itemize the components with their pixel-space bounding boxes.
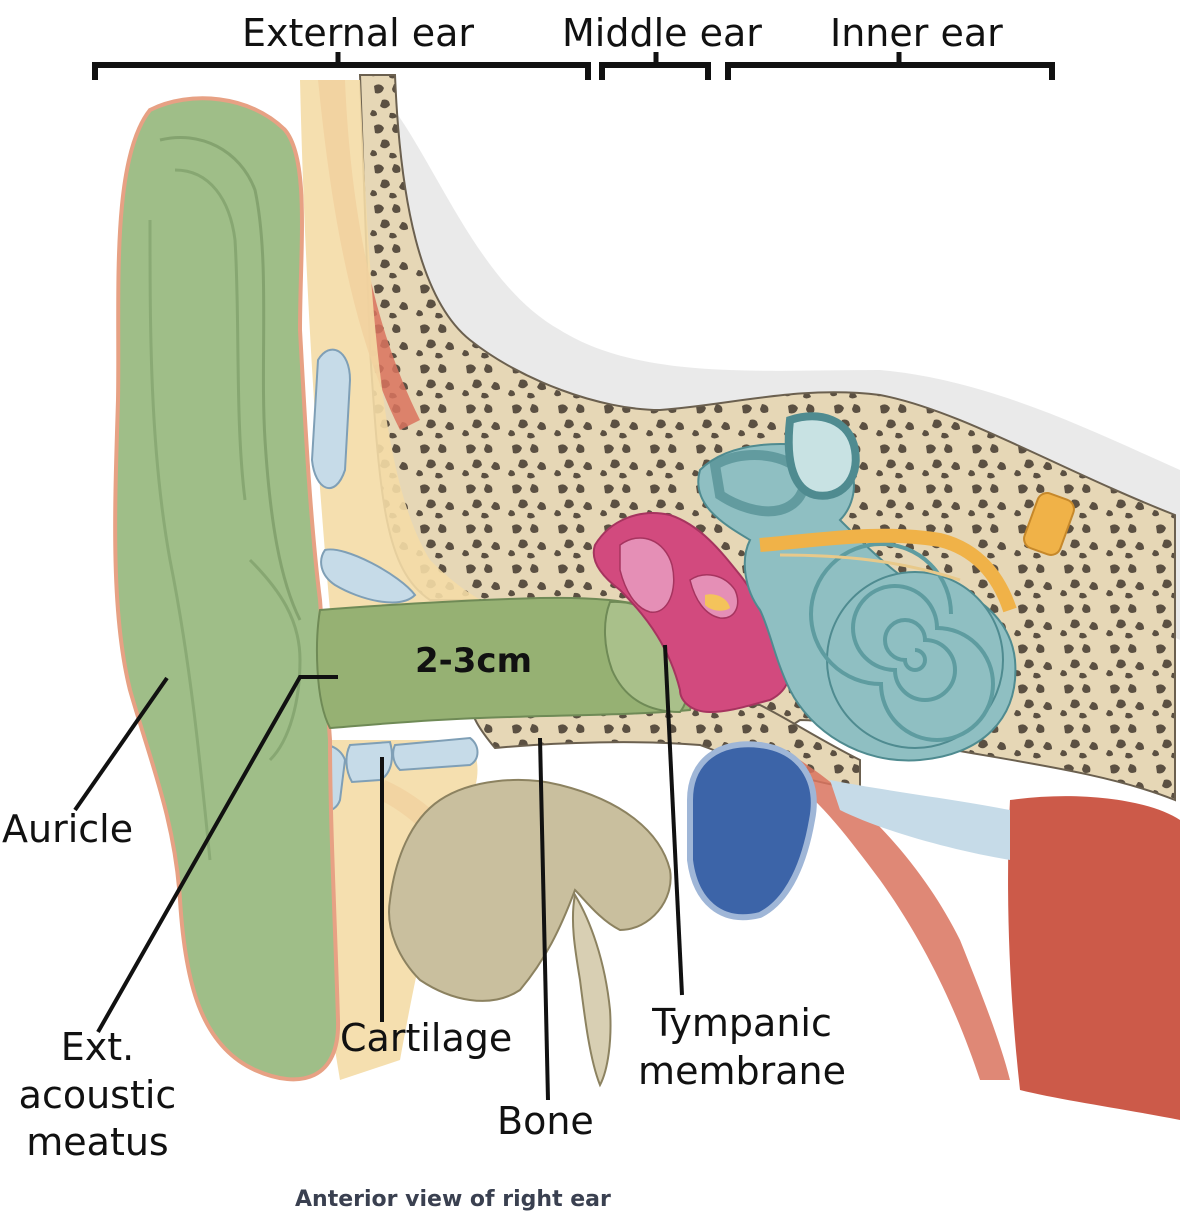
inner-ear-label: Inner ear xyxy=(830,10,1003,58)
cartilage-plate-1 xyxy=(312,350,350,489)
external-ear-bracket xyxy=(95,65,588,80)
middle-ear-bracket xyxy=(602,65,708,80)
cartilage-label: Cartilage xyxy=(340,1015,512,1063)
figure-caption: Anterior view of right ear xyxy=(295,1186,611,1214)
semicircular-canal-anterior xyxy=(789,416,856,496)
bone-label: Bone xyxy=(497,1098,594,1146)
external-ear-label: External ear xyxy=(242,10,474,58)
tympanic-membrane-label: Tympanic membrane xyxy=(622,1000,862,1095)
canal-length-measurement: 2-3cm xyxy=(415,640,532,683)
inner-ear-bracket xyxy=(728,65,1052,80)
neck-muscle xyxy=(1008,796,1180,1120)
middle-ear-label: Middle ear xyxy=(562,10,762,58)
mastoid-process xyxy=(389,780,671,1001)
styloid-process xyxy=(573,895,611,1085)
ext-acoustic-meatus-label: Ext. acoustic meatus xyxy=(5,1024,190,1167)
auricle-label: Auricle xyxy=(2,806,133,854)
cartilage-plate-4 xyxy=(346,742,391,782)
internal-carotid-artery xyxy=(690,744,814,917)
